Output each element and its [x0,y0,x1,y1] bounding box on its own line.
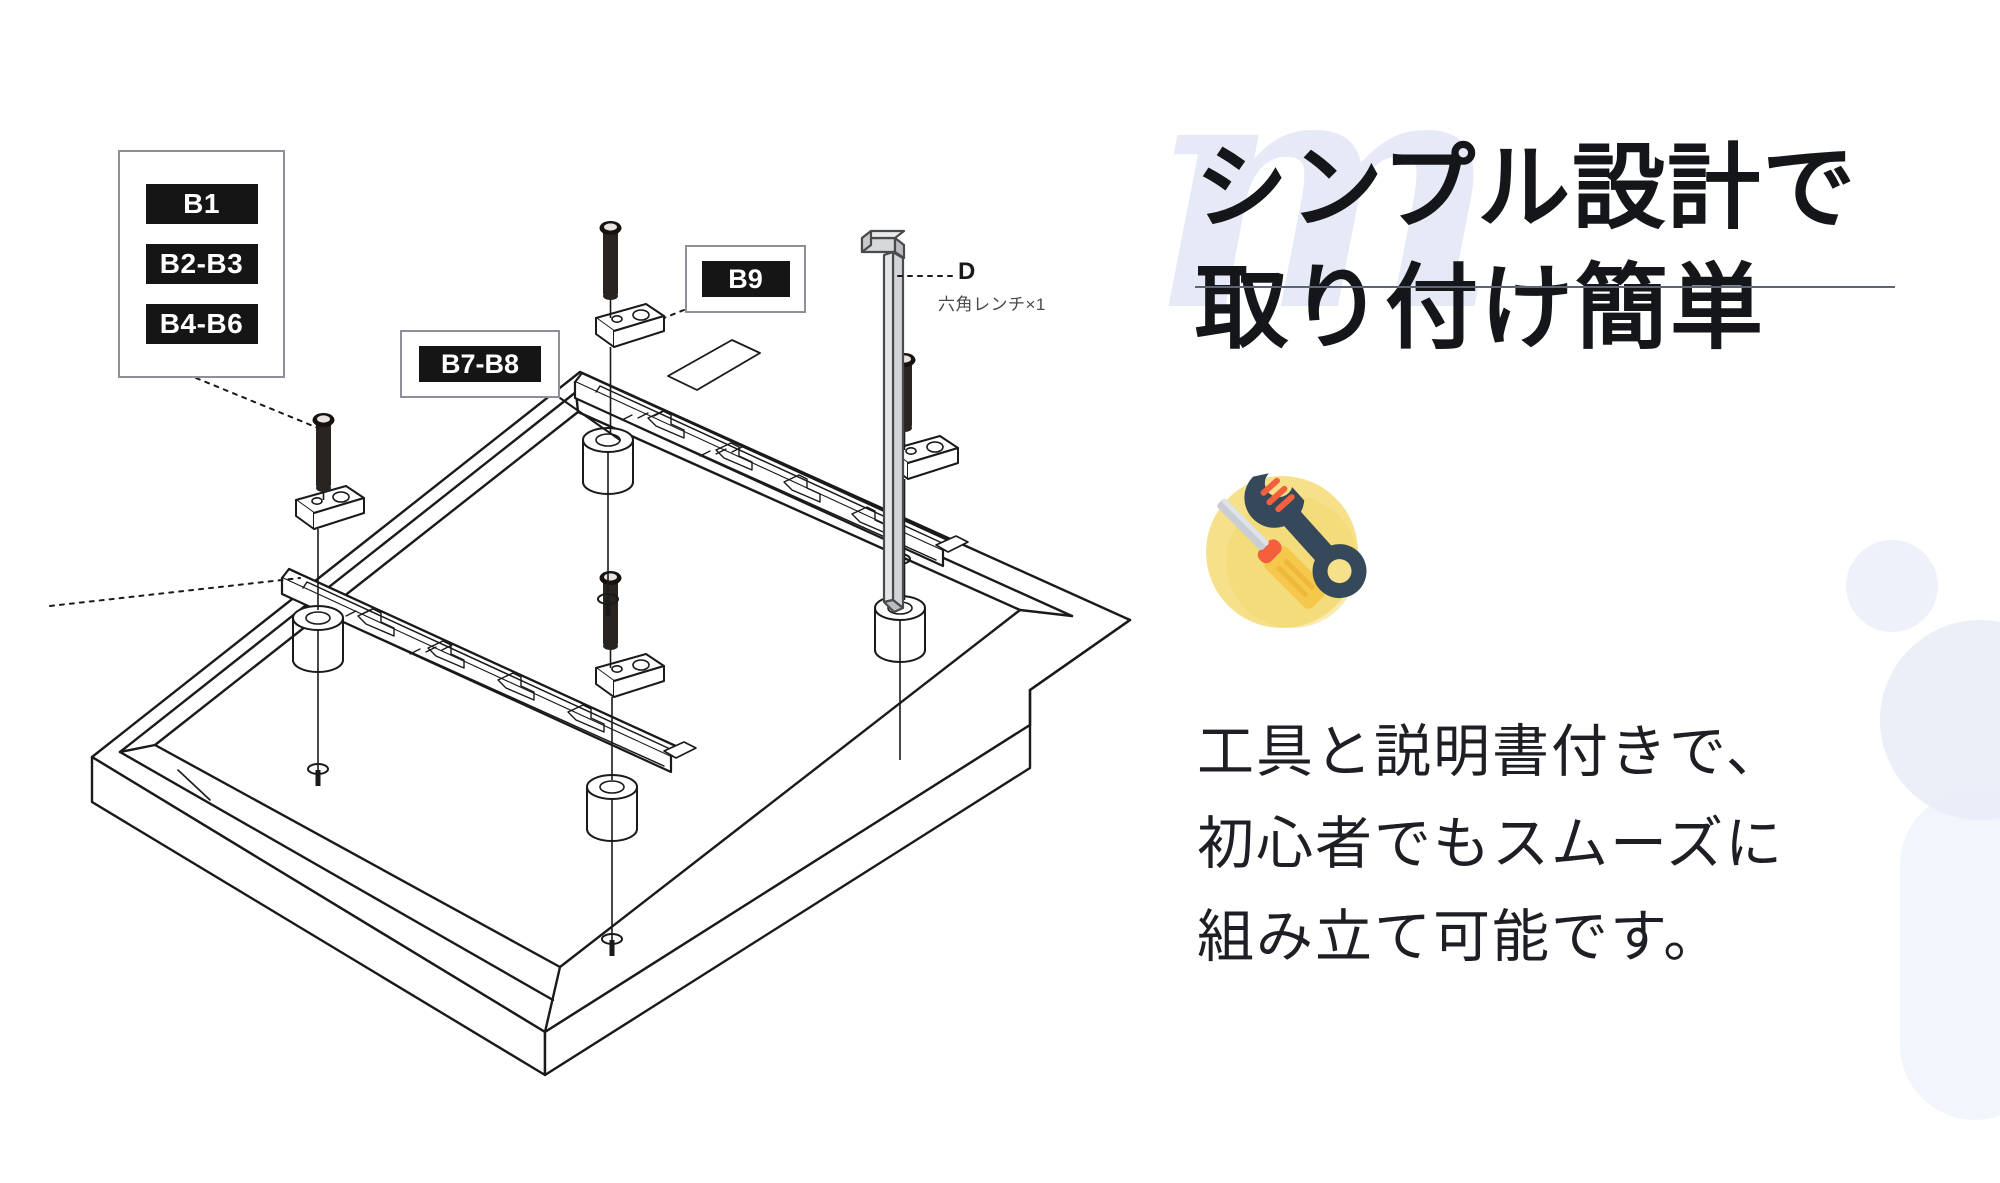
hex-wrench-icon [860,229,906,614]
small-screw [601,933,623,956]
body-line-3: 組み立て可能です。 [1197,905,1723,969]
part-tag-b4-b6: B4-B6 [145,304,258,344]
leader-left-edge [49,577,301,607]
part-tag-b1: B1 [145,184,258,224]
headline-line-2: 取り付け簡単 [1195,258,1765,362]
leader-b7b8 [559,397,621,441]
part-tag-b2-b3: B2-B3 [145,244,258,284]
headline-line-1: シンプル設計で [1195,138,1858,241]
callout-parts-b9[interactable]: B9 [685,245,806,313]
leader-b1 [195,377,319,429]
headline-divider [1195,286,1895,288]
marketing-text-panel: シンプル設計で 取り付け簡単 [1185,0,1945,1183]
wrench-description-label: 六角レンチ×1 [938,295,1046,314]
watermark-letter: m [1150,0,1499,384]
description-text: 工具と説明書付きで、 初心者でもスムーズに 組み立て可能です。 [1197,707,1897,984]
callout-parts-b7-b8[interactable]: B7-B8 [400,330,560,398]
page-title: シンプル設計で 取り付け簡単 [1195,138,1935,362]
part-tag-b7-b8: B7-B8 [419,346,541,382]
wrench-screwdriver-icon [1194,460,1379,645]
wrench-code-label: D [958,258,976,285]
exploded-assembly-diagram: B1 B2-B3 B4-B6 B7-B8 B9 D 六角レンチ×1 [49,150,1132,1077]
body-line-2: 初心者でもスムーズに [1197,813,1785,877]
part-tag-b9: B9 [701,261,790,297]
assembly-drawing-svg [49,221,1132,1077]
callout-parts-b1-b6[interactable]: B1 B2-B3 B4-B6 [118,150,285,378]
small-screw [597,593,619,616]
small-screw [307,763,329,786]
body-line-1: 工具と説明書付きで、 [1197,721,1785,784]
leader-b9 [663,309,685,319]
